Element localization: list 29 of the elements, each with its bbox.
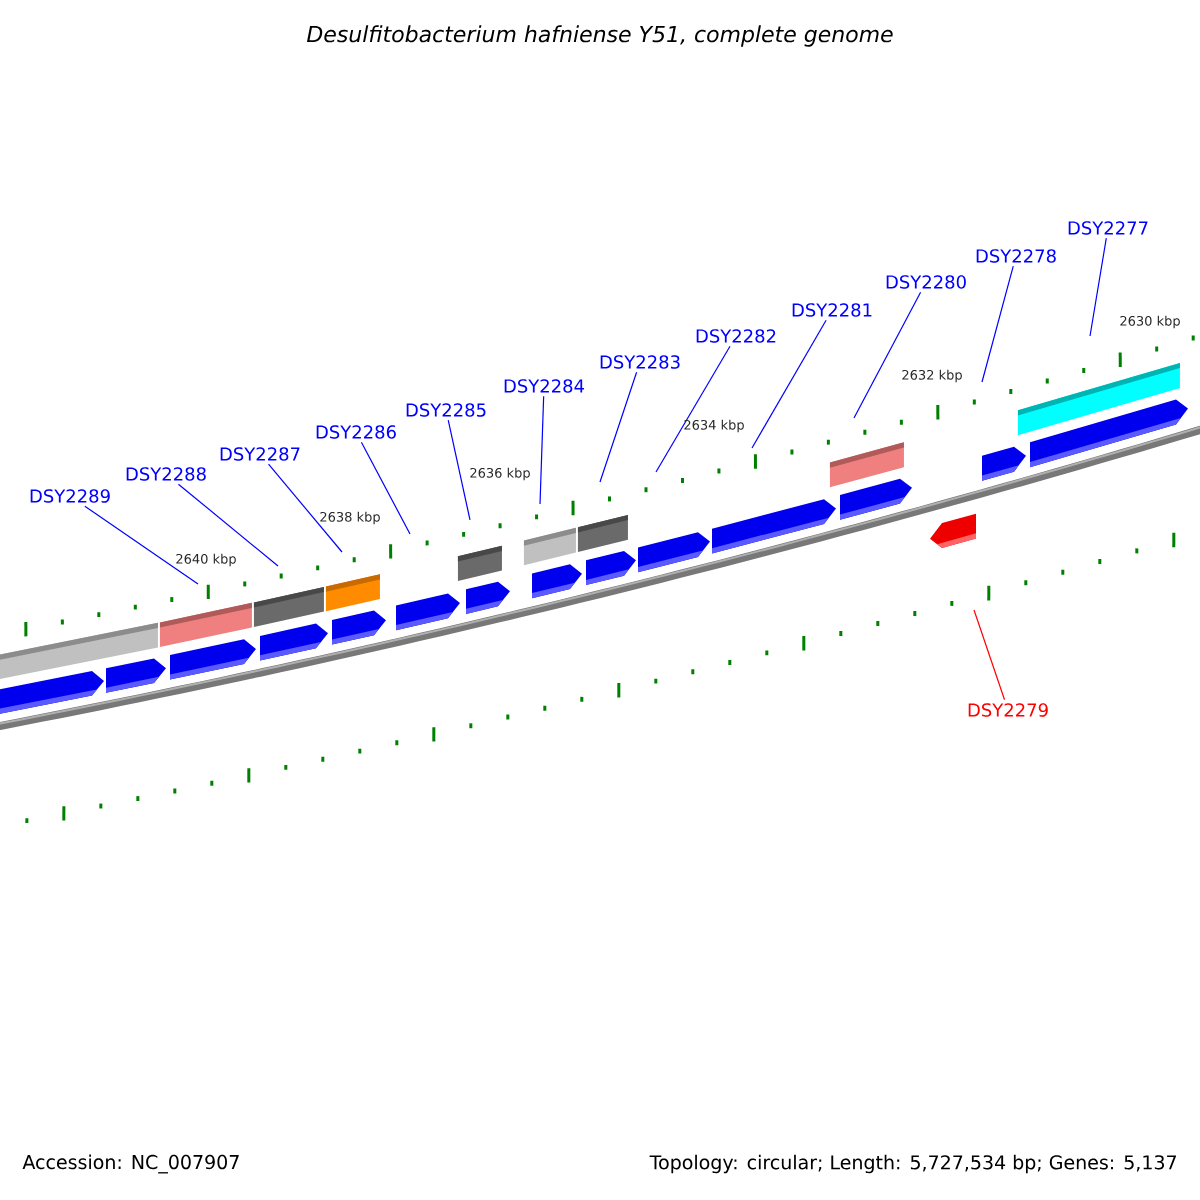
footer-text: Topology: circular; Length: 5,727,534 bp; Genes: 5,137 — [649, 1154, 1176, 1174]
leader-line — [84, 505, 199, 585]
leader-line — [751, 319, 827, 449]
gene-label: DSY2279 — [968, 703, 1048, 717]
gene-label: DSY2280 — [886, 275, 966, 289]
leader-line — [267, 463, 343, 553]
gene-label: DSY2278 — [976, 249, 1056, 263]
gene-label: DSY2287 — [220, 447, 300, 461]
title: Desulfitobacterium hafniense Y51, complete genome — [306, 25, 893, 47]
footer-text: Accession: NC_007907 — [22, 1154, 239, 1174]
gene-label: DSY2277 — [1068, 221, 1148, 235]
leader-line — [973, 609, 1006, 701]
leader-line — [447, 419, 471, 521]
gene-label: DSY2281 — [792, 303, 872, 317]
gene-label: DSY2288 — [126, 467, 206, 481]
leader-line — [981, 265, 1014, 383]
leader-line — [1089, 237, 1107, 337]
gene-label: DSY2283 — [600, 355, 680, 369]
gene-label: DSY2289 — [30, 489, 110, 503]
gene-label: DSY2285 — [406, 403, 486, 417]
leader-line — [599, 371, 638, 483]
leader-line — [539, 395, 545, 505]
leader-line — [360, 441, 411, 535]
leader-line — [177, 483, 279, 567]
leader-line — [655, 345, 731, 473]
gene-label: DSY2284 — [504, 379, 585, 393]
gene-label: DSY2286 — [316, 425, 396, 439]
leader-line — [853, 291, 922, 419]
gene-label: DSY2282 — [696, 329, 776, 343]
